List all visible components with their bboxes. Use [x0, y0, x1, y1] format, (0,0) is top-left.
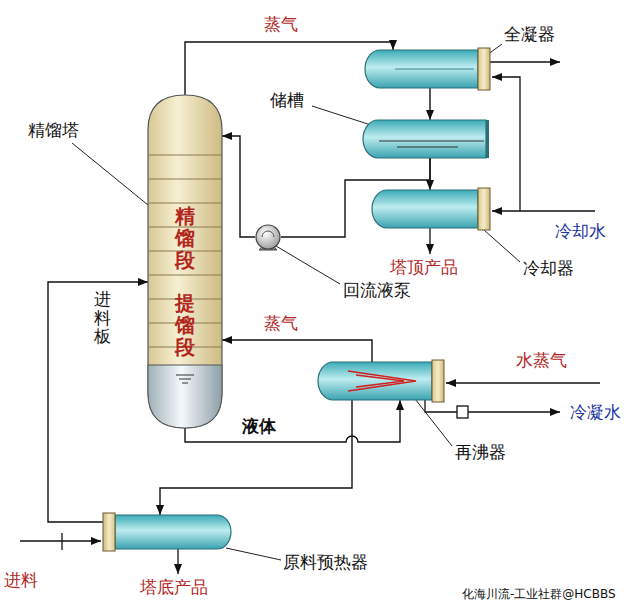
equipment-name: 原料预热器: [283, 552, 368, 572]
reboiler-shape: [318, 362, 432, 400]
pump-shape: [262, 231, 274, 237]
equipment-name: 冷却器: [523, 258, 574, 278]
pipe-connector: [222, 340, 372, 362]
leader-line: [484, 230, 520, 262]
cooling-water-branch: [492, 77, 520, 211]
section-name: 精馏段: [175, 205, 195, 271]
cooler: 冷却器: [372, 190, 490, 228]
leader-line: [226, 548, 281, 560]
tower-shape: [148, 203, 222, 204]
pipe-connector: [185, 42, 393, 95]
edge-label: 液体: [240, 416, 278, 436]
reboiler-shape: [318, 362, 444, 400]
bottom-product-line: [177, 549, 178, 574]
cooler-shape: [372, 190, 478, 228]
cooling-water-in: [492, 210, 595, 211]
tower-shape: [148, 95, 222, 428]
condenser-shape: [365, 50, 490, 88]
pipe-connector: [222, 136, 255, 237]
preheater-shape: [103, 513, 231, 551]
product-label: 塔顶产品: [390, 257, 458, 277]
utility-label: 水蒸气: [516, 350, 567, 370]
leader-line: [72, 143, 148, 205]
leader-lines: [72, 44, 520, 560]
pump-shape: [255, 224, 281, 250]
part-name: 精馏塔: [28, 120, 79, 140]
pump-shape: [256, 225, 280, 249]
utility-lines: [20, 62, 600, 574]
reboiler: 再沸器: [318, 362, 444, 400]
preheater-shape: [115, 515, 231, 549]
pipe-connector: [429, 88, 430, 120]
feed-valve-mark: [61, 533, 62, 550]
tower-shape: [148, 275, 222, 276]
cooling-water-out: [490, 61, 560, 62]
condenser-shape: [395, 69, 474, 70]
equipment-name: 回流液泵: [343, 280, 411, 300]
tower-shape: [176, 375, 194, 383]
feed-label: 进料: [4, 570, 38, 590]
equipment-name: 全凝器: [504, 24, 555, 44]
reboiler-shape: [348, 371, 416, 391]
condenser-shape: [478, 48, 490, 90]
tank-shape: [363, 120, 486, 158]
tower-shape: [148, 179, 222, 180]
edge-label: 蒸气: [262, 14, 300, 34]
edge-label: 蒸气: [262, 313, 300, 333]
product-label: 塔底产品: [140, 577, 208, 597]
pipe-connector: [48, 282, 148, 522]
equipment-name: 再沸器: [455, 442, 506, 462]
cooler-shape: [478, 188, 490, 230]
reflux-pump: 回流液泵: [255, 224, 281, 250]
tank-shape: [379, 141, 484, 147]
condensate-out: [468, 411, 560, 412]
feed-line: [20, 540, 101, 541]
feed-preheater: 原料预热器: [103, 515, 231, 549]
preheater-shape: [103, 513, 115, 551]
utility-label: 冷凝水: [570, 402, 621, 422]
steam-trap: [457, 406, 468, 418]
part-name: 进料板: [94, 290, 111, 346]
watermark: 化海川流-工业社群@HCBBS: [462, 587, 616, 601]
tank-shape: [486, 120, 489, 158]
condenser: 全凝器: [365, 50, 490, 88]
preheater-shape: [103, 515, 231, 549]
tower-shape: [148, 155, 222, 156]
top-product-line: [429, 228, 430, 254]
storage-tank: 储槽: [363, 120, 498, 158]
section-name: 提馏段: [175, 292, 195, 358]
leader-line: [276, 246, 340, 284]
cooler-shape: [372, 190, 490, 228]
distillation-tower: 精馏段提馏段: [148, 95, 222, 428]
condenser-shape: [365, 50, 478, 88]
tower-shape: [148, 365, 222, 428]
steam-line: [446, 382, 600, 383]
utility-label: 冷却水: [555, 221, 606, 241]
equipment-name: 储槽: [270, 90, 304, 110]
tank-shape: [363, 120, 498, 158]
reboiler-shape: [432, 360, 444, 402]
